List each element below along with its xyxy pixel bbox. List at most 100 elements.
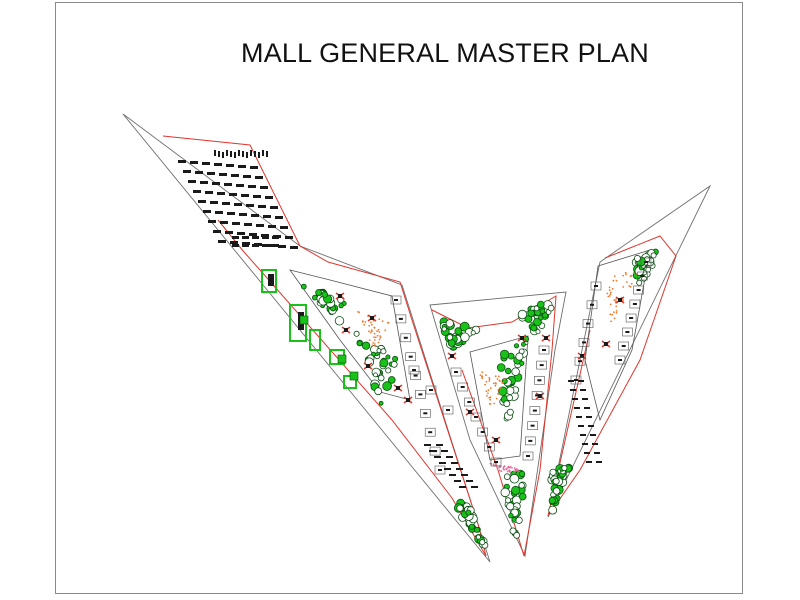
shop-fixture — [494, 461, 498, 463]
parking-dash — [580, 434, 586, 436]
parking-marker — [242, 151, 244, 157]
plaza-hatch — [615, 312, 618, 314]
tree — [561, 465, 568, 472]
tree — [315, 289, 323, 296]
plaza-hatch — [368, 339, 371, 341]
tree — [361, 341, 371, 350]
plaza-hatch — [369, 331, 372, 334]
plaza-hatch — [368, 324, 371, 327]
plaza-paving — [495, 463, 497, 465]
shop-fixture — [398, 317, 403, 320]
plaza-hatch — [613, 317, 616, 320]
shop-unit — [524, 436, 536, 446]
shop-fixture — [594, 285, 598, 287]
tree — [509, 473, 520, 484]
tree — [390, 360, 398, 368]
parking-bay — [236, 184, 244, 187]
parking-dash — [572, 398, 578, 400]
shop-unit — [586, 300, 598, 310]
plaza-paving — [509, 465, 512, 468]
tree — [382, 381, 392, 391]
shop-fixture — [578, 360, 582, 363]
landscape-strip — [261, 269, 277, 293]
plaza-hatch — [628, 285, 631, 287]
plaza-hatch — [481, 371, 484, 374]
plaza-hatch — [493, 402, 496, 405]
parking-dash — [461, 474, 468, 476]
shop-unit — [529, 406, 541, 415]
shop-unit — [536, 360, 548, 370]
shop-unit — [534, 375, 545, 385]
parking-dash — [596, 461, 602, 463]
plaza-hatch — [624, 271, 627, 274]
plaza-hatch — [387, 322, 390, 324]
plaza-hatch — [378, 318, 381, 321]
parking-marker — [250, 150, 252, 156]
shop-fixture — [621, 345, 626, 347]
plaza-hatch — [502, 381, 504, 384]
parking-bay — [202, 162, 210, 165]
stair-core — [450, 354, 454, 358]
parking-dash — [584, 407, 590, 409]
parking-bay — [203, 210, 211, 213]
parking-bay — [198, 200, 206, 203]
shop-unit — [582, 319, 594, 328]
shop-fixture — [474, 416, 478, 418]
shop-unit — [625, 313, 637, 323]
shop-unit — [395, 314, 407, 324]
parking-bay — [280, 226, 288, 229]
central-courtyard-outline — [469, 335, 529, 461]
plaza-hatch — [488, 378, 491, 380]
shop-fixture — [423, 412, 428, 415]
parking-bay — [261, 234, 269, 237]
parking-bay — [252, 244, 259, 247]
parking-bay — [231, 174, 239, 177]
east-courtyard-outline — [584, 249, 651, 422]
shop-fixture — [574, 379, 578, 381]
tree — [541, 312, 549, 319]
shop-unit — [538, 345, 550, 355]
plaza-hatch — [489, 387, 492, 390]
east-wing-boundary — [547, 235, 677, 517]
parking-bay — [229, 193, 237, 196]
plaza-paving — [503, 465, 505, 468]
parking-bay — [270, 206, 278, 209]
parking-dash — [594, 452, 600, 454]
parking-dash — [588, 425, 594, 427]
tree — [552, 477, 560, 485]
parking-marker — [222, 152, 224, 158]
plaza-paving — [514, 468, 517, 471]
tree — [506, 502, 515, 511]
plaza-hatch — [373, 343, 376, 345]
parking-bay — [246, 204, 254, 207]
shop-unit — [483, 442, 495, 452]
parking-bay — [251, 214, 259, 217]
tree — [552, 487, 561, 495]
parking-dash — [436, 444, 443, 446]
parking-bay — [253, 195, 261, 198]
parking-bay — [262, 236, 269, 239]
parking-dash — [451, 462, 458, 464]
parking-dash — [578, 425, 584, 427]
plaza-hatch — [373, 336, 375, 338]
plaza-hatch — [615, 305, 618, 308]
tree — [353, 330, 360, 337]
parking-dash — [574, 407, 580, 409]
plaza-hatch — [495, 397, 498, 400]
tree — [535, 329, 541, 335]
parking-marker — [262, 150, 264, 156]
parking-bay — [248, 185, 256, 188]
parking-bay — [230, 241, 238, 244]
plaza-hatch — [494, 382, 497, 384]
plaza-hatch — [479, 374, 482, 376]
stair-core — [344, 328, 348, 332]
plaza-paving — [507, 466, 510, 469]
plaza-paving — [496, 467, 499, 470]
tree — [334, 316, 345, 326]
parking-bay — [208, 220, 216, 223]
tree — [392, 355, 399, 362]
tree — [513, 531, 521, 539]
shop-fixture — [408, 355, 413, 358]
tree — [548, 505, 558, 515]
tree — [499, 349, 510, 359]
